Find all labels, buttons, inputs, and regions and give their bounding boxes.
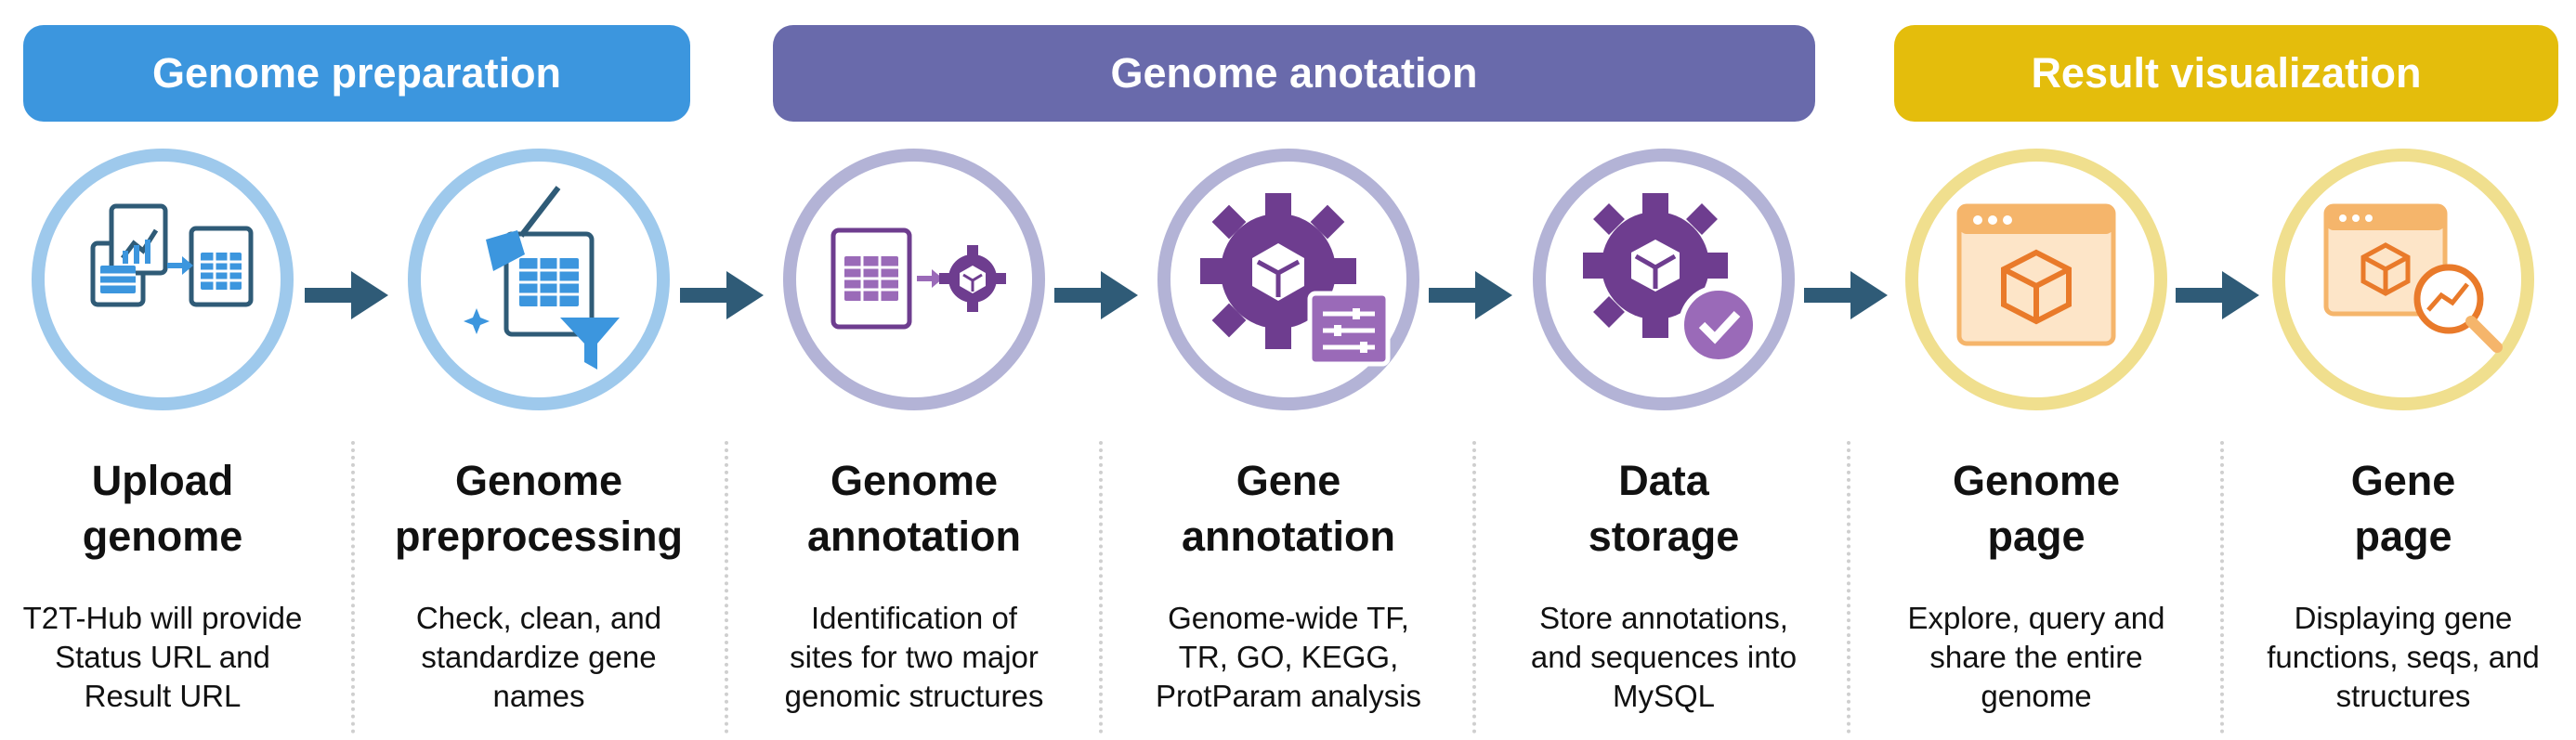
arrow-right-icon: [1054, 271, 1138, 319]
gear-check-icon: [1583, 193, 1759, 365]
step-description: Explore, query and share the entire geno…: [1907, 601, 2165, 713]
column-divider: [2220, 441, 2224, 734]
step-circle: [1533, 149, 1795, 410]
step-circle: [32, 149, 294, 410]
step-title: Genome annotation: [807, 457, 1021, 560]
phase-genome-annotation: Genome anotation: [773, 25, 1815, 122]
file-to-gear-icon: [830, 227, 1006, 330]
column-divider: [1099, 441, 1103, 734]
step-title: Data storage: [1588, 457, 1740, 560]
column-divider: [351, 441, 355, 734]
phase-genome-preparation: Genome preparation: [23, 25, 690, 122]
step-circle: [1905, 149, 2167, 410]
browser-cube-icon: [1956, 203, 2116, 346]
step-title: Genome preprocessing: [394, 457, 684, 560]
phase-label: Genome preparation: [151, 49, 562, 97]
arrow-right-icon: [1804, 271, 1888, 319]
arrow-right-icon: [680, 271, 764, 319]
step-description: Store annotations, and sequences into My…: [1530, 601, 1798, 713]
phase-result-visualization: Result visualization: [1894, 25, 2558, 122]
phase-label: Result visualization: [2031, 49, 2422, 97]
arrow-right-icon: [2176, 271, 2259, 319]
broom-filter-icon: [464, 186, 620, 370]
upload-files-icon: [90, 203, 254, 307]
phase-label: Genome anotation: [1110, 49, 1478, 97]
step-description: Displaying gene functions, seqs, and str…: [2267, 601, 2540, 713]
step-circle: [408, 149, 670, 410]
step-description: T2T-Hub will provide Status URL and Resu…: [22, 601, 303, 713]
arrow-right-icon: [305, 271, 388, 319]
step-description: Check, clean, and standardize gene names: [415, 601, 662, 713]
column-divider: [725, 441, 728, 734]
step-title: Genome page: [1952, 457, 2121, 560]
gear-settings-icon: [1200, 193, 1391, 367]
column-divider: [1847, 441, 1850, 734]
step-title: Upload genome: [82, 457, 243, 560]
step-description: Genome-wide TF, TR, GO, KEGG, ProtParam …: [1155, 601, 1422, 713]
step-description: Identification of sites for two major ge…: [784, 601, 1044, 713]
browser-magnify-icon: [2323, 203, 2503, 353]
step-circle: [783, 149, 1045, 410]
step-circle: [1157, 149, 1419, 410]
step-title: Gene annotation: [1182, 457, 1395, 560]
column-divider: [1472, 441, 1476, 734]
step-circle: [2272, 149, 2534, 410]
arrow-right-icon: [1429, 271, 1512, 319]
step-title: Gene page: [2350, 457, 2456, 560]
